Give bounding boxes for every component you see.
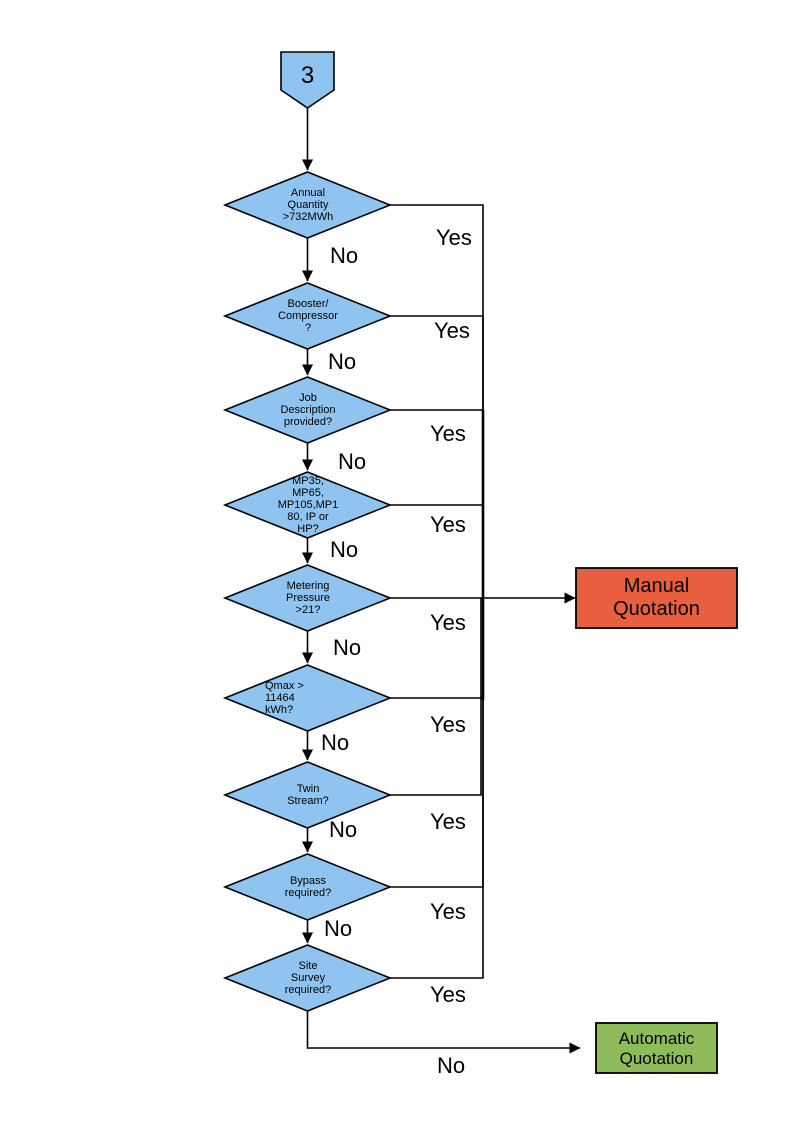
decision-job-description bbox=[222, 376, 393, 444]
decision-mp-type bbox=[222, 471, 393, 539]
edge-label-no-booster-compressor: No bbox=[328, 349, 357, 374]
decision-annual-quantity bbox=[222, 171, 393, 239]
edge-label-yes-mp-type: Yes bbox=[430, 512, 466, 537]
off-page-connector-shape bbox=[280, 51, 335, 109]
edge-yes-twin-stream bbox=[390, 598, 482, 796]
terminal-manual-quotation bbox=[575, 567, 738, 629]
edge-yes-annual-quantity bbox=[390, 204, 484, 598]
edge-label-yes-booster-compressor: Yes bbox=[434, 318, 470, 343]
terminal-automatic-quotation bbox=[595, 1022, 718, 1074]
decision-twin-stream bbox=[222, 761, 393, 829]
edge-yes-booster-compressor bbox=[390, 315, 484, 598]
edge-label-no-qmax: No bbox=[321, 730, 350, 755]
edge-label-no-mp-type: No bbox=[330, 537, 359, 562]
edge-label-no-bypass-required: No bbox=[324, 916, 353, 941]
decision-site-survey bbox=[222, 944, 393, 1012]
edge-label-no-twin-stream: No bbox=[329, 817, 358, 842]
edge-label-no-metering-pressure: No bbox=[333, 635, 362, 660]
edge-label-yes-metering-pressure: Yes bbox=[430, 610, 466, 635]
edge-yes-site-survey bbox=[390, 598, 484, 979]
edge-no-site-survey-to-automatic bbox=[306, 1011, 581, 1054]
edge-label-yes-annual-quantity: Yes bbox=[436, 225, 472, 250]
decision-metering-pressure bbox=[222, 564, 393, 632]
decision-bypass-required bbox=[222, 853, 393, 921]
edge-yes-bypass-required bbox=[390, 598, 484, 888]
edge-label-no-job-description: No bbox=[338, 449, 367, 474]
edge-label-no-annual-quantity: No bbox=[330, 243, 359, 268]
edge-label-yes-bypass-required: Yes bbox=[430, 899, 466, 924]
edge-label-yes-site-survey: Yes bbox=[430, 982, 466, 1007]
decision-booster-compressor bbox=[222, 282, 393, 350]
edge-label-yes-job-description: Yes bbox=[430, 421, 466, 446]
decision-qmax bbox=[222, 664, 393, 732]
edge-label-yes-twin-stream: Yes bbox=[430, 809, 466, 834]
edge-label-yes-qmax: Yes bbox=[430, 712, 466, 737]
edge-label-no-site-survey: No bbox=[437, 1053, 466, 1078]
